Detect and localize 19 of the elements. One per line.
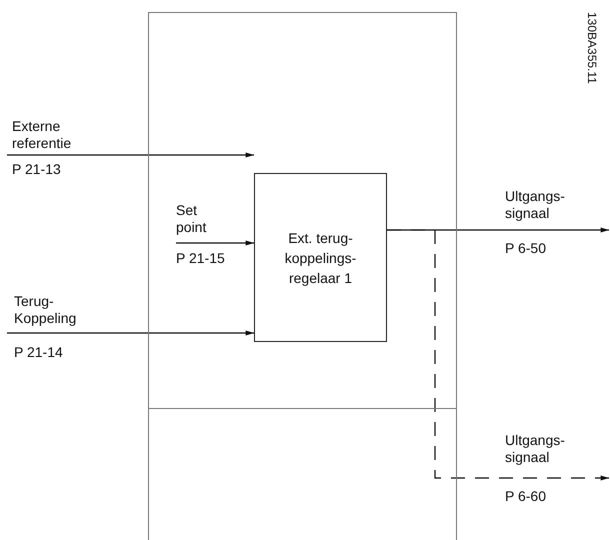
parameter-label: P 21-14 — [14, 344, 63, 361]
arrow — [176, 240, 254, 246]
parameter-label: P 6-50 — [505, 240, 546, 257]
signal-label: Externe referentie — [12, 118, 72, 152]
block-label: Ext. terug-koppelings-regelaar 1 — [284, 228, 358, 288]
arrow — [7, 330, 254, 336]
parameter-label: P 21-15 — [176, 250, 225, 267]
section-box — [148, 12, 457, 409]
parameter-label: P 21-13 — [12, 161, 61, 178]
process-box — [254, 173, 387, 342]
parameter-label: P 6-60 — [505, 488, 546, 505]
signal-label: Ultgangs- signaal — [505, 432, 566, 466]
arrow — [7, 152, 254, 158]
signal-label: Set point — [176, 202, 208, 236]
signal-label: Ultgangs- signaal — [505, 188, 566, 222]
document-code: 130BA355.11 — [584, 12, 600, 84]
signal-label: Terug- Koppeling — [14, 293, 78, 327]
section-box — [148, 408, 457, 540]
arrow — [387, 229, 609, 480]
